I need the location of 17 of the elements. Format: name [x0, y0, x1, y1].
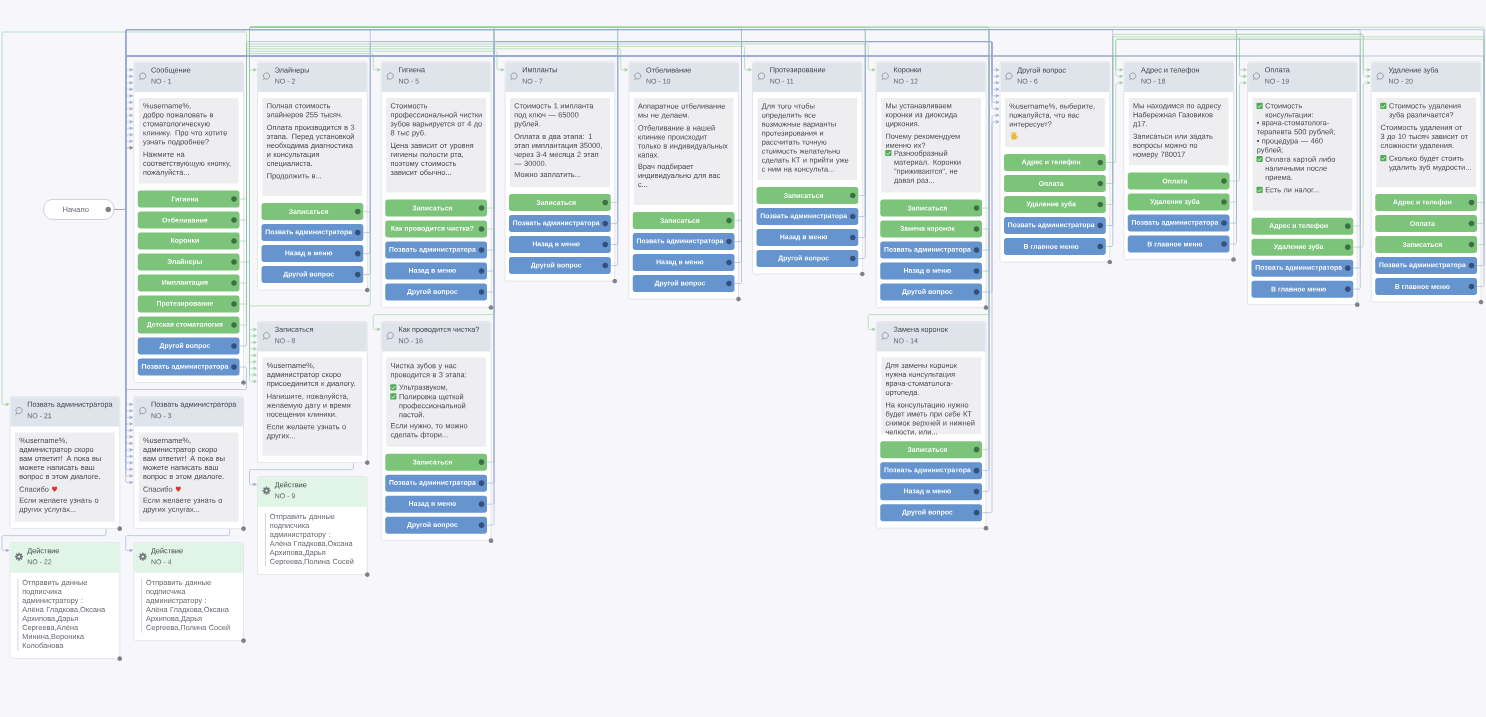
arrow	[981, 120, 1000, 513]
arrow	[363, 41, 1000, 275]
arrow	[125, 29, 742, 426]
arrow	[981, 113, 1000, 293]
arrow	[125, 366, 247, 485]
arrow	[239, 68, 257, 263]
arrow	[734, 41, 1000, 284]
arrow	[858, 41, 1000, 259]
arrow	[125, 29, 866, 433]
arrow	[125, 29, 619, 420]
arrow	[486, 41, 1000, 526]
arrow	[1, 528, 107, 553]
arrow	[610, 41, 1000, 266]
arrow	[1353, 81, 1371, 248]
arrow	[1229, 81, 1247, 182]
arrow	[125, 29, 371, 407]
arrow	[1105, 81, 1124, 163]
